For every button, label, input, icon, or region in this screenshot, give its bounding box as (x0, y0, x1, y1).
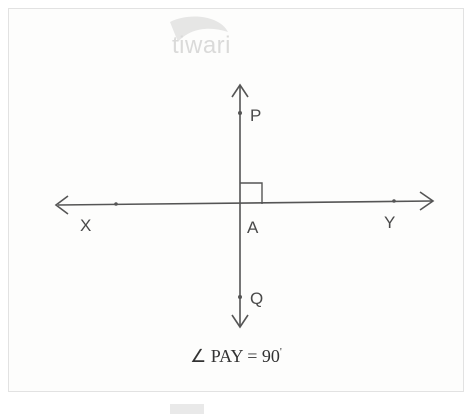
label-a: A (247, 218, 259, 237)
right-angle-marker-icon (240, 182, 263, 204)
watermark-text: tiwari (172, 32, 232, 59)
point-x (114, 202, 118, 206)
degree-mark: ' (279, 346, 282, 358)
watermark-mark-icon (170, 16, 228, 42)
figure-card (8, 8, 464, 392)
label-y: Y (384, 213, 396, 232)
point-q (238, 295, 242, 299)
scan-artifact (170, 404, 204, 414)
arrowhead-top-icon (231, 83, 249, 98)
line-xy (57, 200, 433, 206)
label-p: P (250, 106, 262, 125)
point-p (238, 111, 242, 115)
label-x: X (80, 216, 92, 235)
label-q: Q (250, 289, 264, 308)
angle-symbol: ∠ (190, 346, 207, 366)
angle-caption-text: PAY = 90 (206, 346, 280, 366)
arrowhead-bottom-icon (231, 314, 249, 329)
watermark-logo: tiwari (150, 12, 280, 82)
arrowhead-right-icon (419, 191, 435, 211)
arrowhead-left-icon (54, 195, 69, 215)
point-y (392, 199, 396, 203)
angle-caption: ∠ PAY = 90' (0, 346, 472, 367)
